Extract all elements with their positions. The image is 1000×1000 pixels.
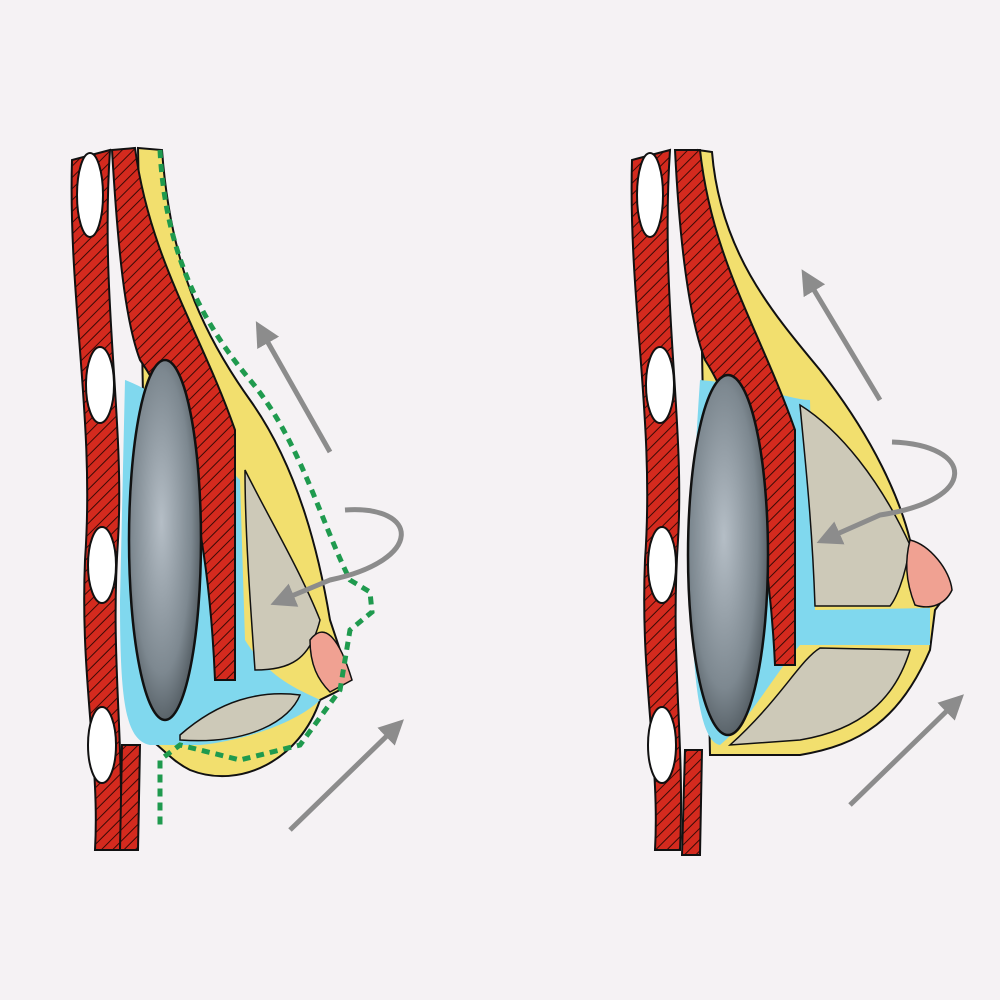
rotate-arrow-icon xyxy=(270,507,404,607)
gland-upper xyxy=(799,403,911,607)
rib-cage xyxy=(70,148,142,851)
nipple xyxy=(905,539,953,608)
implant xyxy=(127,358,203,722)
gland-lower xyxy=(179,693,302,742)
implant xyxy=(686,373,770,737)
gland-upper xyxy=(244,469,321,671)
panel-after xyxy=(630,148,964,856)
arrow-up-icon xyxy=(801,269,883,402)
arrow-up-icon xyxy=(255,321,333,454)
original-contour-dotted xyxy=(157,149,375,830)
rotate-arrow-icon xyxy=(816,439,958,545)
arrow-lift-icon xyxy=(848,694,964,807)
arrow-lift-icon xyxy=(288,719,404,832)
panel-before xyxy=(70,146,404,851)
rib-cage xyxy=(630,148,704,856)
gland-lower xyxy=(727,647,912,746)
